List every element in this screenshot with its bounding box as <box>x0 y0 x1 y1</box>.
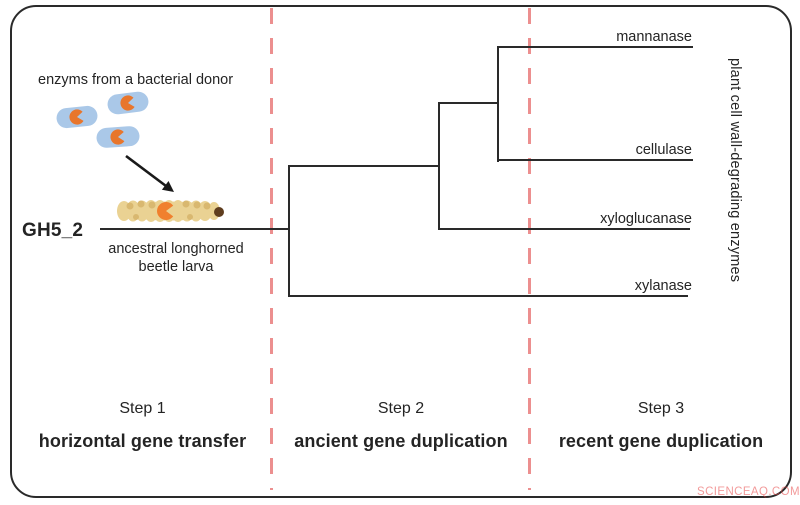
larva-icon <box>117 200 224 222</box>
step2-name: Step 2 <box>377 400 425 417</box>
figure-border <box>10 5 792 498</box>
ancestral-larva-label-line1: ancestral longhorned <box>108 241 244 257</box>
tree-branch-xylanase <box>288 295 688 297</box>
watermark: SCIENCEAQ.COM <box>697 486 800 498</box>
enzyme-pacman-icon <box>120 95 135 111</box>
tree-root-branch <box>100 228 290 230</box>
step-block-3: Step 3 recent gene duplication <box>537 400 785 452</box>
enzyme-pacman-icon <box>156 201 174 220</box>
step1-name: Step 1 <box>119 400 166 417</box>
tree-branch-cellulase <box>497 159 693 161</box>
ancestral-larva-label-line2: beetle larva <box>138 258 214 275</box>
step3-caption: recent gene duplication <box>558 431 764 451</box>
step-divider-2 <box>528 8 531 490</box>
leaf-label-cellulase: cellulase <box>635 142 692 158</box>
bacteria-group <box>56 91 149 148</box>
bacterium-icon <box>96 126 140 148</box>
tree-branch-xyloglucanase <box>438 228 690 230</box>
step1-caption: horizontal gene transfer <box>38 431 247 451</box>
tree-node2-upper-branch <box>438 102 499 104</box>
leaf-label-xylanase: xylanase <box>634 278 692 294</box>
side-axis-label: plant cell wall-degrading enzymes <box>727 57 743 283</box>
step3-name: Step 3 <box>637 400 685 417</box>
enzyme-pacman-icon <box>69 109 84 125</box>
enzyme-pacman-icon <box>110 129 125 145</box>
step-divider-1 <box>270 8 273 490</box>
gene-name-label: GH5_2 <box>22 220 84 241</box>
bacterium-icon <box>107 91 149 115</box>
larva-head <box>214 207 224 217</box>
step-block-1: Step 1 horizontal gene transfer <box>15 400 270 452</box>
leaf-label-xyloglucanase: xyloglucanase <box>600 211 692 227</box>
tree-node3-vertical <box>497 46 499 162</box>
step2-caption: ancient gene duplication <box>294 431 508 451</box>
transfer-arrow-icon <box>125 154 174 192</box>
tree-node1-vertical <box>288 165 290 297</box>
step-block-2: Step 2 ancient gene duplication <box>277 400 525 452</box>
tree-branch-mannanase <box>497 46 693 48</box>
tree-node1-upper-branch <box>288 165 440 167</box>
ancestral-larva-label: ancestral longhorned beetle larva <box>95 241 257 276</box>
tree-node2-vertical <box>438 102 440 230</box>
bacterium-icon <box>56 105 98 129</box>
donor-label: enzyms from a bacterial donor <box>38 72 234 88</box>
leaf-label-mannanase: mannanase <box>616 29 692 45</box>
